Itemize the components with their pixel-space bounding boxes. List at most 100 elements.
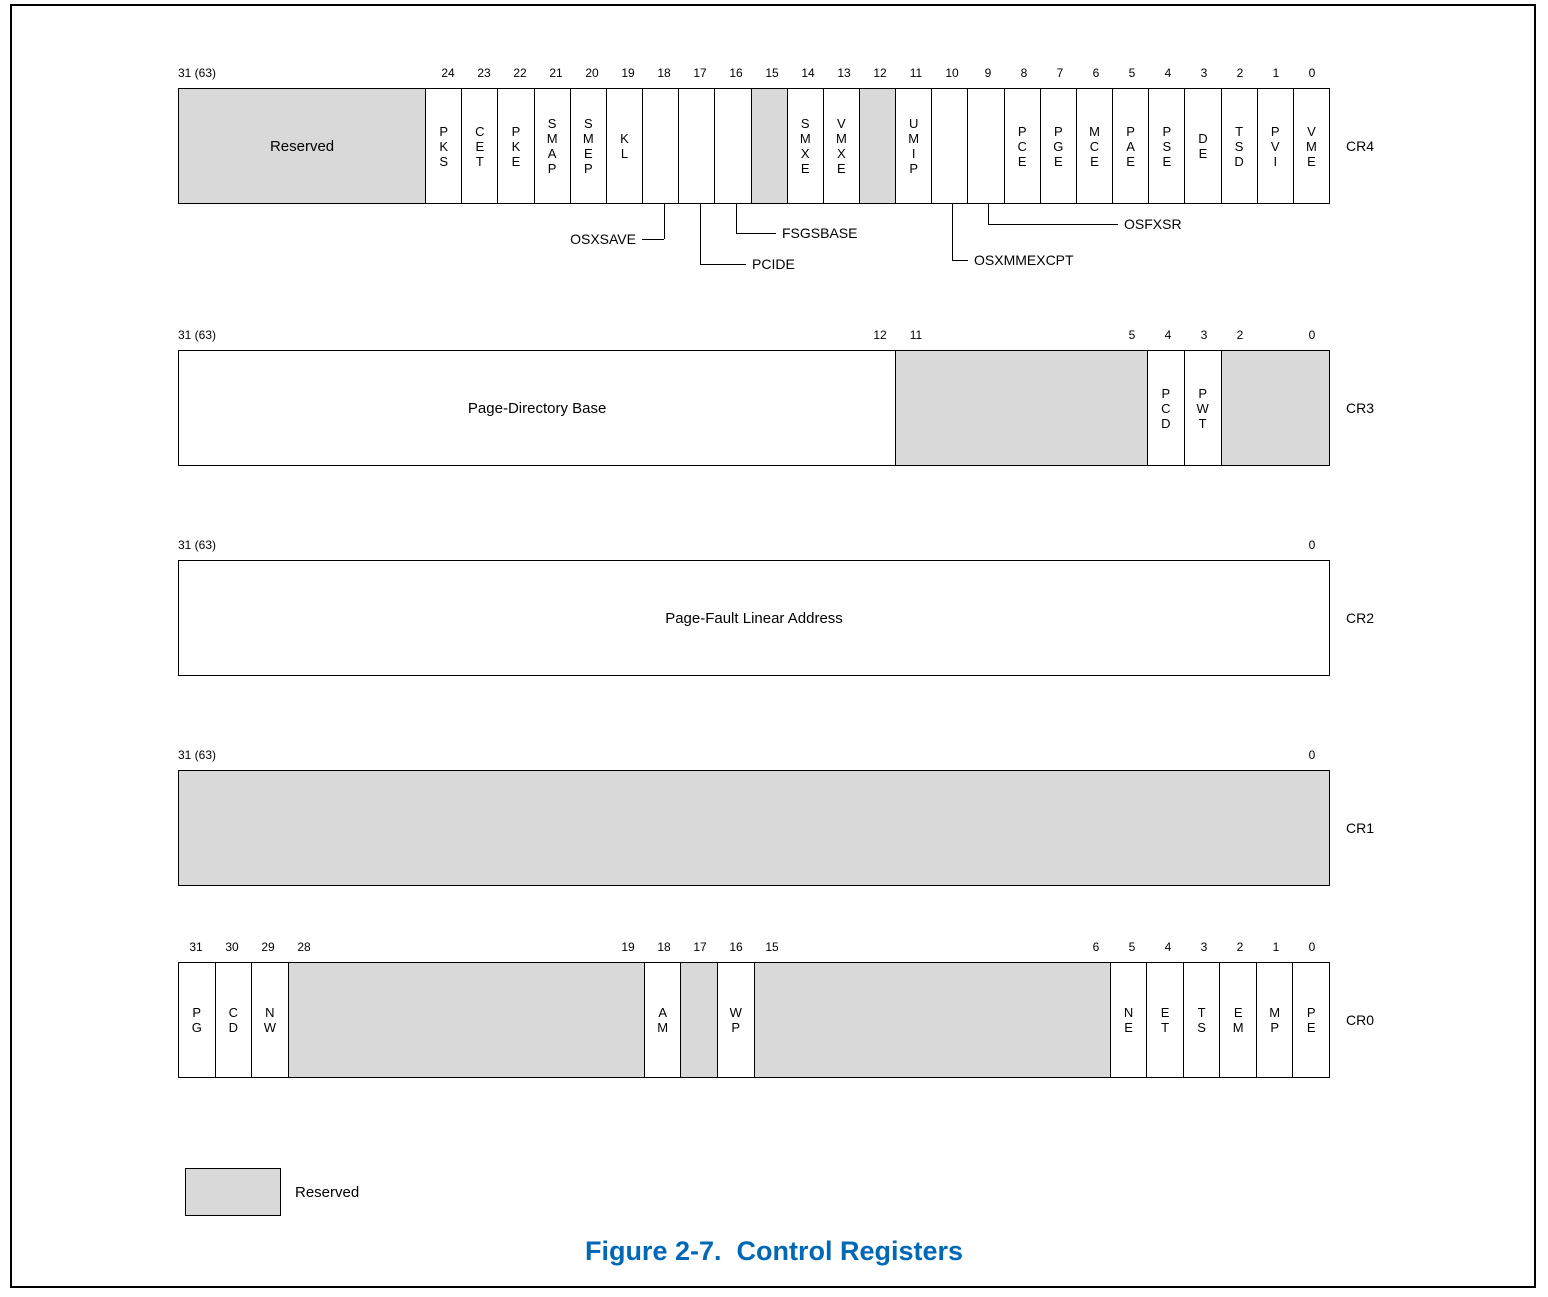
cr3-field-pcd: P C D [1146,351,1184,465]
cr4-field-pke-label: P K E [511,123,521,169]
cr2-bit-numbers: 31 (63) 0 [178,532,1538,560]
cr0-field-reserved-17 [680,963,717,1077]
cr3-bit-3-label: 3 [1200,328,1208,342]
cr3-field-page-directory-base: Page-Directory Base [179,351,895,465]
cr4-bit-6-label: 6 [1092,66,1100,80]
cr4-bit-14-label: 14 [801,66,815,80]
cr0-field-pe: P E [1292,963,1329,1077]
cr4-field-mce-label: M C E [1089,123,1100,169]
cr4-field-pae-label: P A E [1126,123,1135,169]
cr0-callouts [178,1078,1330,1168]
cr4-callout-pcide-hline [700,264,746,265]
cr4-callout-osxsave-hline [642,239,664,240]
cr4-bit-15-label: 15 [765,66,779,80]
cr0-bit-15-label: 15 [765,940,779,954]
cr4-field-pce-label: P C E [1017,123,1027,169]
cr4-callout-osxsave-label: OSXSAVE [570,231,636,247]
cr0-bit-28-label: 28 [297,940,311,954]
cr4-field-reserved-12 [858,89,896,203]
register-cr2: 31 (63)0 Page-Fault Linear Address CR2 [178,532,1538,676]
cr2-bit-31-label: 31 (63) [178,538,217,552]
cr4-callout-osxmmexcpt-hline [952,260,968,261]
cr4-field-bit-10 [931,89,967,203]
cr0-field-et-label: E T [1160,1005,1170,1035]
cr0-field-et: E T [1146,963,1183,1077]
cr4-field-pse: P S E [1148,89,1184,203]
cr4-bit-0-label: 0 [1308,66,1316,80]
cr4-bit-4-label: 4 [1164,66,1172,80]
reserved-legend-swatch [185,1168,281,1216]
cr0-bit-30-label: 30 [225,940,239,954]
cr0-bit-5-label: 5 [1128,940,1136,954]
cr0-bit-2-label: 2 [1236,940,1244,954]
cr4-field-smxe-label: S M X E [799,116,811,176]
cr3-field-pwt: P W T [1183,351,1221,465]
cr3-register-name: CR3 [1346,400,1375,416]
cr4-field-pae: P A E [1112,89,1148,203]
cr4-callout-osfxsr-label: OSFXSR [1124,216,1182,232]
cr3-bit-31-label: 31 (63) [178,328,217,342]
cr4-field-reserved: Reserved [179,89,426,203]
cr4-field-cet-label: C E T [475,123,485,169]
cr0-field-pg-label: P G [191,1005,202,1035]
cr4-callout-fsgsbase-label: FSGSBASE [782,225,858,241]
cr3-register-box: Page-Directory Base P C D P W T [178,350,1330,466]
cr4-field-pvi-label: P V I [1270,123,1280,169]
cr2-register-box: Page-Fault Linear Address [178,560,1330,676]
cr4-bit-10-label: 10 [945,66,959,80]
cr0-field-reserved-15-6 [753,963,1110,1077]
cr4-field-pse-label: P S E [1162,123,1172,169]
cr2-field-page-fault-linear-address-label: Page-Fault Linear Address [665,609,843,627]
cr4-field-tsd-label: T S D [1234,123,1244,169]
cr4-register-name: CR4 [1346,138,1375,154]
cr4-bit-17-label: 17 [693,66,707,80]
cr3-field-reserved-2-0 [1220,351,1329,465]
cr4-field-smxe: S M X E [786,89,823,203]
cr0-field-am-label: A M [657,1005,669,1035]
cr0-field-reserved-28-19 [287,963,644,1077]
cr3-field-pcd-label: P C D [1161,385,1171,431]
cr4-bit-12-label: 12 [873,66,887,80]
cr4-bit-23-label: 23 [477,66,491,80]
cr0-field-em-label: E M [1232,1005,1244,1035]
cr4-field-smap: S M A P [533,89,570,203]
cr3-bit-12-label: 12 [873,328,887,342]
cr4-field-reserved-label: Reserved [269,137,335,155]
register-cr1: 31 (63)0 CR1 [178,742,1538,886]
cr0-field-am: A M [643,963,681,1077]
cr4-bit-2-label: 2 [1236,66,1244,80]
cr4-bit-24-label: 24 [441,66,455,80]
cr2-field-page-fault-linear-address: Page-Fault Linear Address [179,561,1329,675]
cr4-callout-osxsave-vline [664,204,665,239]
cr0-bit-18-label: 18 [657,940,671,954]
cr4-field-umip-label: U M I P [908,116,920,176]
cr4-field-bit-17 [678,89,714,203]
cr0-register-name: CR0 [1346,1012,1375,1028]
cr0-bit-16-label: 16 [729,940,743,954]
cr4-field-cet: C E T [461,89,497,203]
cr0-field-ne: N E [1109,963,1147,1077]
cr0-field-nw-label: N W [263,1005,276,1035]
cr4-callout-osxmmexcpt-label: OSXMMEXCPT [974,252,1074,268]
reserved-legend-label: Reserved [295,1183,360,1201]
cr4-callout-osfxsr-hline [988,224,1118,225]
cr4-field-vme-label: V M E [1306,123,1317,169]
cr3-bit-0-label: 0 [1308,328,1316,342]
cr1-field-reserved-31-0 [179,771,1329,885]
cr4-field-pks-label: P K S [439,123,448,169]
cr3-field-reserved-11-5 [895,351,1147,465]
cr4-bit-7-label: 7 [1056,66,1064,80]
cr0-bit-1-label: 1 [1272,940,1280,954]
cr4-callout-osxmmexcpt-vline [952,204,953,260]
cr4-field-smap-label: S M A P [546,116,558,176]
cr0-bit-17-label: 17 [693,940,707,954]
cr2-bit-0-label: 0 [1308,538,1316,552]
cr4-bit-16-label: 16 [729,66,743,80]
cr3-field-pwt-label: P W T [1196,385,1209,431]
cr0-field-ts-label: T S [1197,1005,1206,1035]
cr3-bit-11-label: 11 [909,328,923,342]
